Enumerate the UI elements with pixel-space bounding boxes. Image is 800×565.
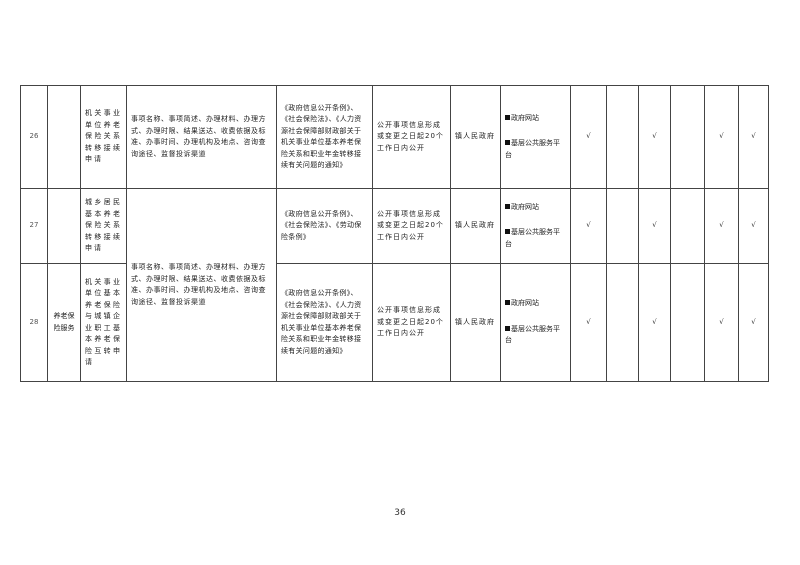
check-mark	[670, 263, 705, 382]
row-number: 28	[20, 263, 48, 382]
channel-label: 政府网站	[511, 299, 539, 308]
check-mark	[606, 263, 639, 382]
category-cell-empty	[47, 188, 81, 264]
channel-label: 基层公共服务平台	[505, 324, 560, 345]
channel-label: 政府网站	[511, 113, 539, 122]
check-mark	[670, 188, 705, 264]
item-name: 城乡居民基本养老保险关系转移接续申请	[80, 188, 127, 264]
check-mark	[606, 188, 639, 264]
check-mark: √	[570, 85, 607, 189]
check-mark: √	[570, 188, 607, 264]
check-mark: √	[704, 263, 739, 382]
check-mark: √	[738, 263, 769, 382]
disclosure-content: 事项名称、事项简述、办理材料、办理方式、办理时限、结果送达、收费依据及标准、办事…	[126, 85, 277, 189]
disclosure-content: 事项名称、事项简述、办理材料、办理方式、办理时限、结果送达、收费依据及标准、办事…	[126, 188, 277, 382]
disclosure-channels: 政府网站 基层公共服务平台	[500, 85, 571, 189]
disclosure-subject: 镇人民政府	[450, 263, 501, 382]
disclosure-basis: 《政府信息公开条例》、《社会保险法》、《人力资源社会保障部财政部关于机关事业单位…	[276, 85, 373, 189]
table-row: 28 养老保险服务 机关事业单位基本养老保险与城镇企业职工基本养老保险互转申请 …	[20, 263, 769, 382]
square-bullet-icon	[505, 300, 510, 306]
check-mark: √	[704, 85, 739, 189]
row-number: 26	[20, 85, 48, 189]
disclosure-timing: 公开事项信息形成或变更之日起20个工作日内公开	[372, 188, 451, 264]
table-row: 27 城乡居民基本养老保险关系转移接续申请 事项名称、事项简述、办理材料、办理方…	[20, 188, 769, 382]
disclosure-basis: 《政府信息公开条例》、《社会保险法》、《劳动保险条例》	[276, 188, 373, 264]
square-bullet-icon	[505, 325, 510, 331]
disclosure-table: 26 机关事业单位养老保险关系转移接续申请 事项名称、事项简述、办理材料、办理方…	[20, 85, 769, 382]
channel-label: 政府网站	[511, 202, 539, 211]
disclosure-timing: 公开事项信息形成或变更之日起20个工作日内公开	[372, 263, 451, 382]
category-label: 养老保险服务	[47, 263, 81, 382]
page-number: 36	[394, 508, 406, 518]
check-mark	[606, 85, 639, 189]
disclosure-channels: 政府网站 基层公共服务平台	[500, 188, 571, 264]
square-bullet-icon	[505, 203, 510, 209]
disclosure-basis: 《政府信息公开条例》、《社会保险法》、《人力资源社会保障部财政部关于机关事业单位…	[276, 263, 373, 382]
disclosure-subject: 镇人民政府	[450, 85, 501, 189]
check-mark: √	[704, 188, 739, 264]
row-number: 27	[20, 188, 48, 264]
table-row: 26 机关事业单位养老保险关系转移接续申请 事项名称、事项简述、办理材料、办理方…	[20, 85, 769, 189]
channel-label: 基层公共服务平台	[505, 139, 560, 159]
disclosure-subject: 镇人民政府	[450, 188, 501, 264]
category-cell-empty	[47, 85, 81, 189]
check-mark: √	[638, 188, 671, 264]
check-mark: √	[738, 85, 769, 189]
square-bullet-icon	[505, 229, 510, 235]
check-mark: √	[570, 263, 607, 382]
square-bullet-icon	[505, 140, 510, 146]
check-mark: √	[638, 85, 671, 189]
check-mark: √	[738, 188, 769, 264]
channel-label: 基层公共服务平台	[505, 228, 560, 248]
item-name: 机关事业单位基本养老保险与城镇企业职工基本养老保险互转申请	[80, 263, 127, 382]
check-mark: √	[638, 263, 671, 382]
check-mark	[670, 85, 705, 189]
square-bullet-icon	[505, 114, 510, 120]
item-name: 机关事业单位养老保险关系转移接续申请	[80, 85, 127, 189]
disclosure-channels: 政府网站 基层公共服务平台	[500, 263, 571, 382]
disclosure-timing: 公开事项信息形成或变更之日起20个工作日内公开	[372, 85, 451, 189]
